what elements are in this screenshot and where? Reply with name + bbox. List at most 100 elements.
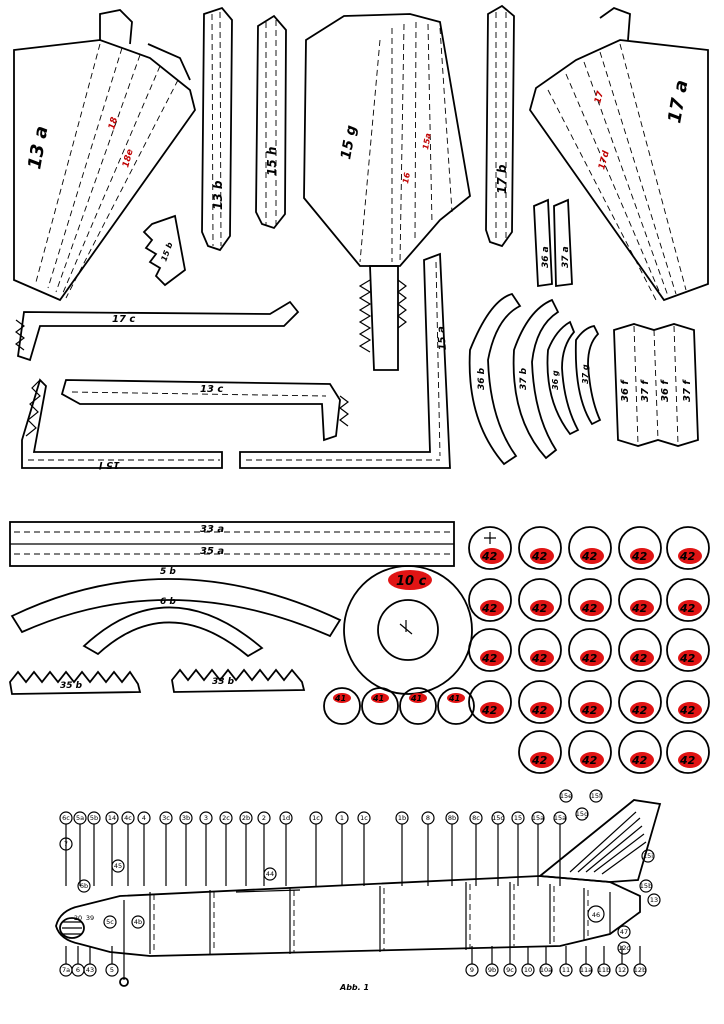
callout-label: 4 bbox=[142, 814, 146, 822]
callout-label: 15a bbox=[554, 814, 566, 822]
disk-42-label: 42 bbox=[531, 704, 548, 717]
callout-bubble bbox=[111, 859, 125, 873]
disk-42 bbox=[568, 680, 612, 724]
callout-label: 3b bbox=[182, 814, 190, 822]
callout-label: 47 bbox=[620, 928, 628, 936]
disk-42 bbox=[618, 628, 662, 672]
part-13a-label: 13 a bbox=[24, 124, 52, 170]
part-17c: 17 c bbox=[15, 300, 300, 362]
callout-label: 12 bbox=[618, 966, 626, 974]
part-17a: 17 a 17 17d bbox=[529, 6, 709, 302]
svg-text:36 f: 36 f bbox=[660, 379, 671, 402]
callout-label: 8c bbox=[472, 814, 480, 822]
svg-text:37 a: 37 a bbox=[561, 246, 571, 268]
callout-label: 5a bbox=[76, 814, 84, 822]
svg-text:41: 41 bbox=[372, 694, 384, 703]
disk-42-label: 42 bbox=[531, 602, 548, 615]
callout-label: 1c bbox=[312, 814, 320, 822]
disk-42-label: 42 bbox=[679, 754, 696, 767]
callout-label: 14 bbox=[108, 814, 116, 822]
disk-42 bbox=[618, 730, 662, 774]
svg-text:37 b: 37 b bbox=[519, 367, 529, 390]
callout-bubble bbox=[131, 915, 145, 929]
callout-bubble bbox=[647, 893, 661, 907]
callout-label: 15 bbox=[514, 814, 522, 822]
disk-42-label: 42 bbox=[481, 652, 498, 665]
disk-42 bbox=[468, 526, 512, 570]
callout-label: 15b bbox=[640, 882, 652, 890]
disk-42 bbox=[618, 578, 662, 622]
svg-text:18e: 18e bbox=[121, 148, 135, 169]
callout-label: 2b bbox=[242, 814, 250, 822]
callout-label: 11a bbox=[580, 966, 592, 974]
svg-text:41: 41 bbox=[410, 694, 422, 703]
disk-42-label: 42 bbox=[679, 550, 696, 563]
callout-label: 45 bbox=[114, 862, 122, 870]
disk-42 bbox=[666, 628, 710, 672]
svg-text:33 a: 33 a bbox=[200, 524, 224, 535]
disk-42-label: 42 bbox=[531, 550, 548, 563]
callout-label: 15i bbox=[643, 852, 653, 860]
callout-label: 11 bbox=[562, 966, 570, 974]
callout-label: 1 bbox=[340, 814, 344, 822]
part-10c-disk: 10 c bbox=[343, 565, 473, 695]
svg-text:46: 46 bbox=[592, 911, 600, 919]
callout-bubble bbox=[263, 867, 277, 881]
callout-label: 1b bbox=[398, 814, 406, 822]
disk-42 bbox=[518, 730, 562, 774]
callout-bubble bbox=[617, 925, 631, 939]
disk-42 bbox=[468, 578, 512, 622]
callout-label: 7 bbox=[64, 840, 68, 848]
disk-42-label: 42 bbox=[581, 754, 598, 767]
svg-text:37 f: 37 f bbox=[640, 379, 651, 402]
callout-label: 5b bbox=[90, 814, 98, 822]
callout-label: 15c bbox=[492, 814, 504, 822]
callout-label: 6c bbox=[62, 814, 70, 822]
callout-bubble bbox=[103, 915, 117, 929]
svg-text:41: 41 bbox=[448, 694, 460, 703]
disk-42-label: 42 bbox=[481, 704, 498, 717]
callout-label: 6b bbox=[80, 882, 88, 890]
part-15a: 15 a bbox=[239, 252, 451, 469]
part-36a-37a: 36 a 37 a bbox=[533, 198, 573, 288]
part-15i: 15 i bbox=[21, 378, 223, 470]
callout-label: 5 bbox=[110, 966, 114, 974]
disk-42 bbox=[518, 526, 562, 570]
callout-label: 9 bbox=[470, 966, 474, 974]
callout-label: 4b bbox=[134, 918, 142, 926]
callout-label: 1d bbox=[282, 814, 290, 822]
callout-bubble bbox=[59, 837, 73, 851]
part-15g: 15 g 16 15a bbox=[303, 13, 471, 371]
callout-label: 12c bbox=[618, 944, 630, 952]
callout-label: 2c bbox=[222, 814, 230, 822]
callout-label: 12b bbox=[634, 966, 646, 974]
callout-label: 3c bbox=[162, 814, 170, 822]
svg-text:10 c: 10 c bbox=[396, 574, 427, 589]
svg-text:37 g: 37 g bbox=[581, 364, 590, 384]
svg-text:15 b: 15 b bbox=[159, 241, 174, 263]
callout-label: 43 bbox=[86, 966, 94, 974]
disk-42 bbox=[666, 526, 710, 570]
disk-42-label: 42 bbox=[481, 550, 498, 563]
callout-label: 15a bbox=[532, 814, 544, 822]
part-15b: 15 b bbox=[142, 214, 186, 287]
callout-label: 11b bbox=[598, 966, 610, 974]
assembly-drawing: 46 Abb. 1 bbox=[55, 799, 662, 992]
callout-label: 2 bbox=[262, 814, 266, 822]
svg-text:36 g: 36 g bbox=[551, 370, 560, 390]
svg-text:41: 41 bbox=[334, 694, 346, 703]
disk-42 bbox=[568, 628, 612, 672]
callout-bubble bbox=[589, 789, 603, 803]
callout-label: 8 bbox=[426, 814, 430, 822]
part-15h-strip: 15 h bbox=[255, 14, 287, 230]
disk-42-label: 42 bbox=[581, 652, 598, 665]
callout-bubble bbox=[559, 789, 573, 803]
callout-label: 4c bbox=[124, 814, 132, 822]
callout-label: 5c bbox=[106, 918, 114, 926]
callout-label: 10a bbox=[540, 966, 552, 974]
disk-42 bbox=[468, 628, 512, 672]
disk-42-label: 42 bbox=[531, 652, 548, 665]
svg-text:17 c: 17 c bbox=[112, 314, 135, 325]
disk-42 bbox=[518, 680, 562, 724]
